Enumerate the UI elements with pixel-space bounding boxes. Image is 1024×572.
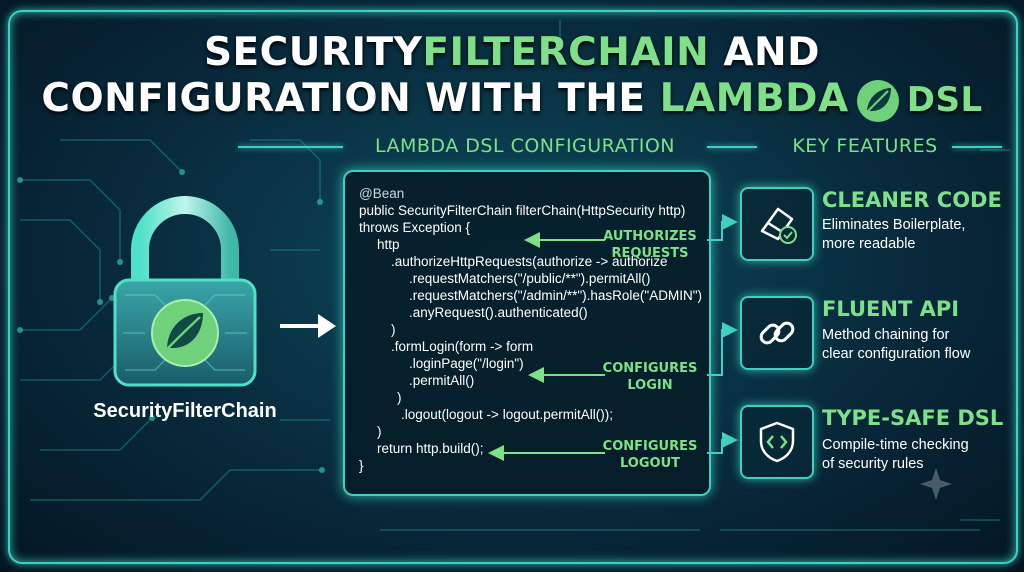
code-line: http [377,237,400,252]
feature-icon-box-typesafe [740,405,814,479]
code-line: return http.build(); [377,441,484,456]
code-line: .requestMatchers("/public/**").permitAll… [409,271,651,286]
code-line: ) [391,322,396,337]
code-panel: @Bean public SecurityFilterChain filterC… [343,170,711,496]
padlock-leaf-icon [113,196,257,387]
heading-line-left [238,146,343,148]
feature-title-typesafe: TYPE-SAFE DSL [822,406,1004,430]
spring-leaf-icon [856,79,899,122]
code-line: ) [397,390,402,405]
lock-label: SecurityFilterChain [93,400,277,422]
code-section-heading: LAMBDA DSL CONFIGURATION [374,135,676,157]
code-line: } [359,458,364,473]
feature-desc-cleaner: Eliminates Boilerplate,more readable [822,217,966,252]
code-line: .authorizeHttpRequests(authorize -> auth… [391,254,668,269]
code-line: .anyRequest().authenticated() [409,305,588,320]
title-line-2: CONFIGURATION WITH THE LAMBDA DSL [0,76,1024,124]
outer-frame [8,10,1018,564]
code-line: @Bean [359,186,405,201]
title-line-1: SECURITYFILTERCHAIN AND [203,30,821,75]
code-shield-icon [759,421,795,463]
code-line: .logout(logout -> logout.permitAll()); [401,407,613,422]
code-line: .formLogin(form -> form [391,339,534,354]
features-section-heading: KEY FEATURES [792,135,938,157]
chain-link-icon [759,321,795,345]
feature-title-cleaner: CLEANER CODE [822,188,1002,212]
feature-icon-box-cleaner [740,187,814,261]
code-line: throws Exception { [359,220,471,235]
eraser-check-icon [760,207,797,244]
code-line: public SecurityFilterChain filterChain(H… [359,203,686,218]
feature-title-fluent: FLUENT API [822,297,960,321]
code-line: .loginPage("/login") [409,356,524,371]
code-line: .permitAll() [409,373,475,388]
code-line: .requestMatchers("/admin/**").hasRole("A… [409,288,703,303]
code-line: ) [377,424,382,439]
heading-line-right [952,146,1002,148]
feature-icon-box-fluent [740,296,814,370]
heading-line-mid [707,146,757,148]
